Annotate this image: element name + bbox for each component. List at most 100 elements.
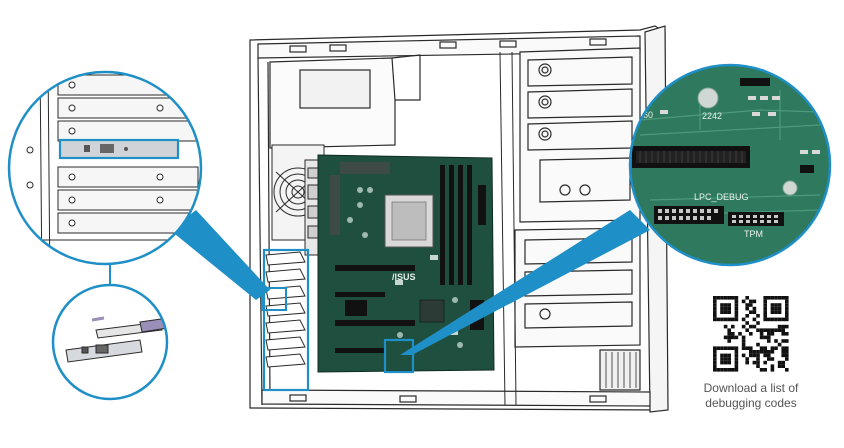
qr-module (785, 299, 789, 304)
qr-module (763, 350, 767, 354)
qr-module (749, 332, 753, 336)
qr-module (749, 299, 753, 304)
qr-module (749, 350, 753, 354)
qr-module (731, 317, 735, 322)
qr-module (723, 306, 728, 311)
qr-module (720, 353, 724, 358)
qr-module (770, 306, 775, 311)
qr-module (777, 342, 782, 347)
qr-module (770, 317, 775, 322)
qr-module (759, 335, 764, 340)
qr-module (727, 368, 731, 372)
qr-module (763, 360, 767, 365)
qr-module (713, 306, 717, 311)
qr-module (785, 306, 789, 311)
qr-module (770, 357, 775, 361)
qr-module (749, 353, 753, 358)
qr-module (734, 310, 739, 314)
qr-module (756, 328, 760, 332)
qr-module (749, 310, 753, 314)
qr-module (777, 296, 782, 300)
qr-module (720, 357, 724, 361)
qr-module (720, 296, 724, 300)
qr-module (763, 306, 767, 311)
qr-module (774, 339, 778, 343)
qr-module (749, 303, 753, 307)
tpm-header (728, 212, 784, 226)
qr-module (759, 328, 764, 332)
qr-module (734, 335, 739, 340)
qr-module (734, 353, 739, 358)
qr-module (738, 332, 742, 336)
qr-module (731, 324, 735, 329)
qr-module (720, 346, 724, 350)
qr-module (781, 339, 785, 343)
qr-module (727, 335, 731, 340)
qr-module (756, 364, 760, 368)
qr-module (777, 303, 782, 307)
qr-module (745, 328, 749, 332)
qr-module (745, 321, 749, 325)
qr-module (720, 317, 724, 322)
qr-module (785, 296, 789, 300)
qr-module (777, 306, 782, 311)
qr-module (713, 303, 717, 307)
qr-module (745, 360, 749, 365)
callout-beam-left (170, 210, 270, 300)
qr-module (756, 353, 760, 358)
label-2242: 2242 (702, 111, 722, 121)
qr-module (756, 360, 760, 365)
qr-module (745, 303, 749, 307)
qr-caption: Download a list of debugging codes (676, 381, 826, 411)
qr-module (727, 332, 731, 336)
lpc-debug-header (654, 206, 724, 224)
qr-module (767, 317, 771, 322)
qr-module (763, 296, 767, 300)
qr-module (770, 368, 775, 372)
qr-module (774, 303, 778, 307)
qr-module (770, 296, 775, 300)
qr-module (770, 332, 775, 336)
qr-module (723, 368, 728, 372)
label-tpm: TPM (744, 229, 763, 239)
qr-module (770, 350, 775, 354)
qr-module (727, 296, 731, 300)
qr-module (731, 296, 735, 300)
qr-module (785, 310, 789, 314)
qr-module (741, 342, 746, 347)
qr-module (727, 306, 731, 311)
qr-module (723, 310, 728, 314)
qr-module (756, 314, 760, 318)
qr-module (734, 346, 739, 350)
qr-module (785, 317, 789, 322)
qr-module (731, 332, 735, 336)
qr-module (774, 306, 778, 311)
qr-module (734, 357, 739, 361)
qr-module (741, 299, 746, 304)
qr-module (734, 364, 739, 368)
qr-module (723, 346, 728, 350)
qr-module (777, 360, 782, 365)
qr-module (720, 368, 724, 372)
qr-module (774, 346, 778, 350)
qr-module (727, 357, 731, 361)
qr-module (716, 368, 721, 372)
qr-module (763, 299, 767, 304)
qr-module (716, 346, 721, 350)
motherboard-logo: /ISUS (392, 272, 416, 282)
zoom-bottom (51, 283, 169, 401)
qr-module (741, 353, 746, 358)
qr-module (767, 350, 771, 354)
zoom-right: 260 2242 LPC_DEBUG TPM (628, 63, 832, 267)
qr-module (723, 324, 728, 329)
qr-module (752, 360, 757, 365)
qr-module (734, 368, 739, 372)
qr-module (727, 360, 731, 365)
qr-module (777, 317, 782, 322)
qr-module (785, 368, 789, 372)
qr-module (763, 353, 767, 358)
qr-module (745, 306, 749, 311)
qr-module (734, 303, 739, 307)
qr-module (713, 317, 717, 322)
